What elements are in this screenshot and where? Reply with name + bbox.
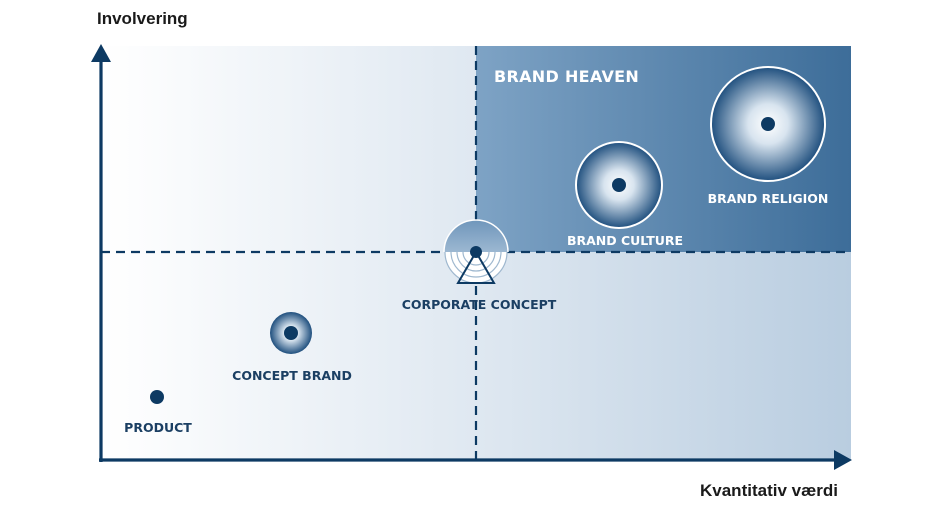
product-label: PRODUCT — [124, 420, 192, 435]
zone-title: BRAND HEAVEN — [494, 67, 639, 86]
brand-religion-dot — [761, 117, 775, 131]
node-brand-culture: BRAND CULTURE — [567, 141, 683, 248]
brand-culture-label: BRAND CULTURE — [567, 233, 683, 248]
node-brand-religion: BRAND RELIGION — [708, 66, 829, 206]
brand-religion-label: BRAND RELIGION — [708, 191, 829, 206]
node-corporate-concept: CORPORATE CONCEPT — [402, 219, 557, 312]
concept-brand-dot — [284, 326, 298, 340]
node-product: PRODUCT — [124, 390, 192, 435]
node-concept-brand: CONCEPT BRAND — [232, 312, 352, 383]
x-axis-arrow-icon — [834, 450, 852, 470]
corporate-concept-dot — [470, 246, 482, 258]
x-axis-title: Kvantitativ værdi — [700, 481, 838, 500]
corporate-concept-label: CORPORATE CONCEPT — [402, 297, 557, 312]
corporate-concept-triangle-icon — [456, 250, 496, 284]
corporate-concept-top-half — [443, 219, 509, 252]
brand-culture-dot — [612, 178, 626, 192]
y-axis-title: Involvering — [97, 9, 188, 28]
y-axis-arrow-icon — [91, 44, 111, 62]
product-dot — [150, 390, 164, 404]
concept-brand-label: CONCEPT BRAND — [232, 368, 352, 383]
